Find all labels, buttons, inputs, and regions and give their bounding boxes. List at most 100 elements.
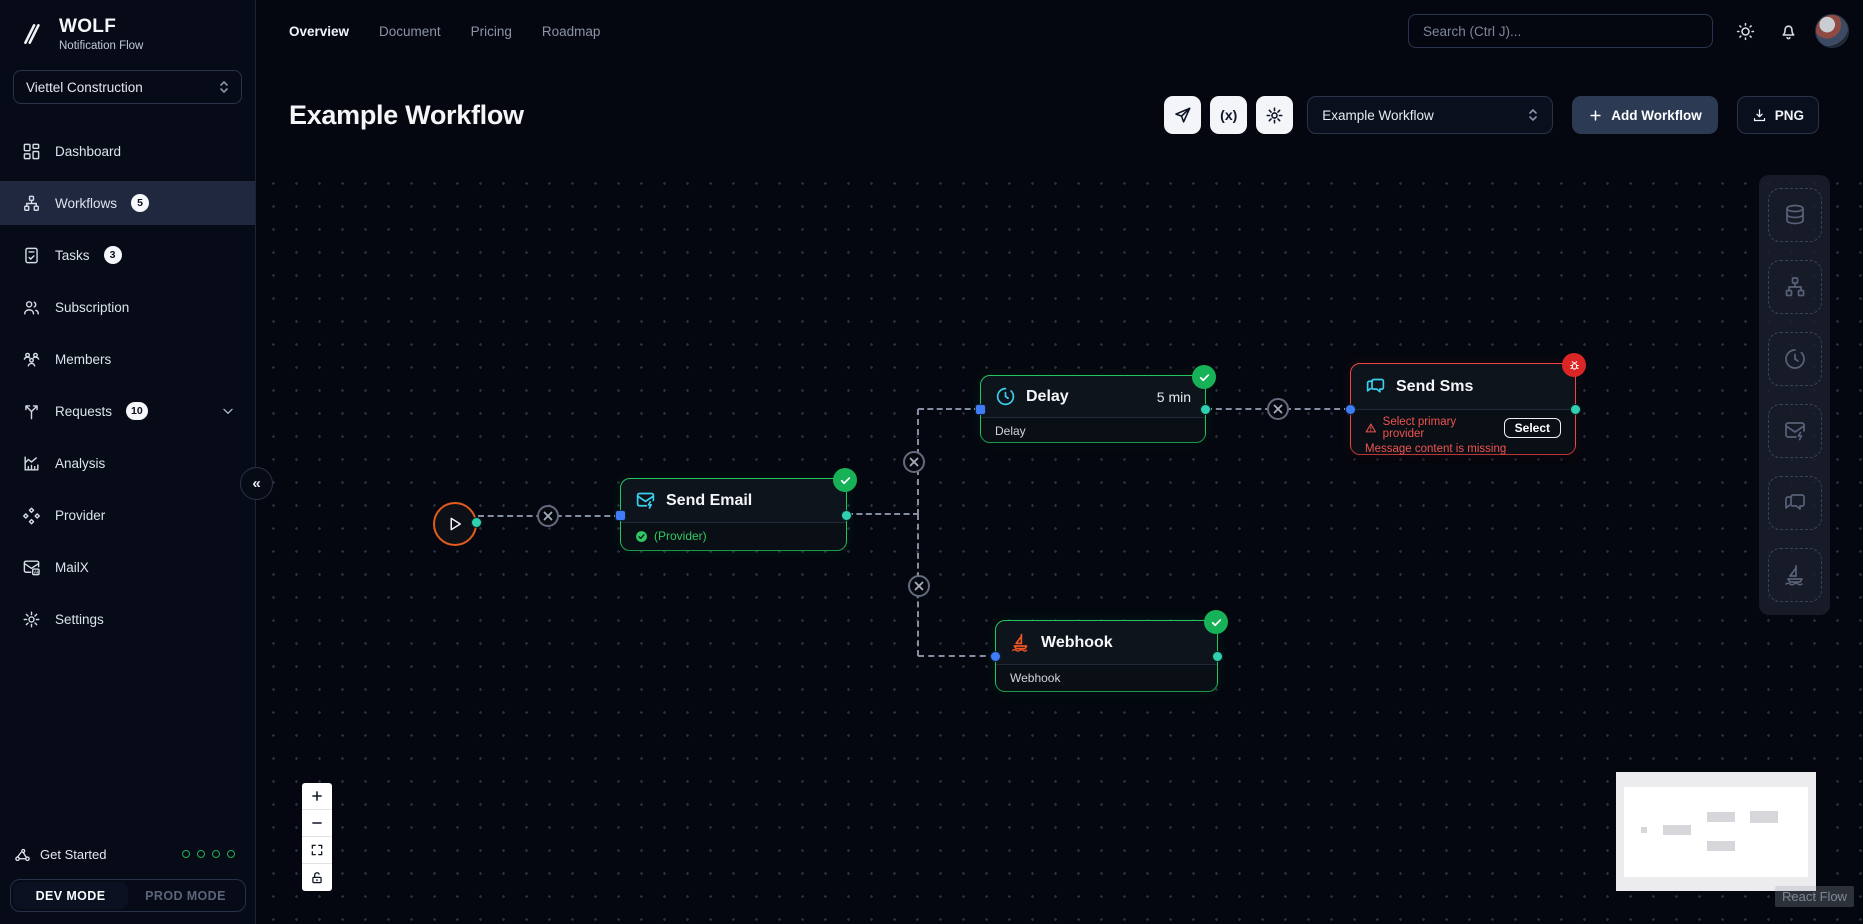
node-handle-source[interactable]: [471, 517, 482, 528]
node-footer-label: (Provider): [654, 529, 707, 543]
mail-bolt-icon: [636, 492, 655, 509]
variables-button[interactable]: (x): [1210, 96, 1248, 134]
lock-button[interactable]: [302, 864, 332, 891]
sidebar-item-label: Tasks: [55, 247, 90, 263]
palette-sms-node[interactable]: [1767, 476, 1822, 530]
dev-mode-button[interactable]: DEV MODE: [13, 882, 128, 909]
node-success-badge: [1204, 610, 1228, 634]
delay-duration: 5 min: [1156, 388, 1191, 405]
sidebar-item-tasks[interactable]: Tasks 3: [0, 233, 255, 277]
node-send-sms[interactable]: Send Sms Select primary provider Select …: [1345, 353, 1586, 463]
workflow-selected-value: Example Workflow: [1322, 107, 1434, 123]
sidebar-item-requests[interactable]: Requests 10: [0, 389, 255, 433]
minimap-node: [1641, 827, 1647, 833]
tab-overview[interactable]: Overview: [289, 23, 350, 39]
sidebar-item-label: MailX: [55, 559, 89, 575]
publish-send-button[interactable]: [1164, 96, 1202, 134]
node-header: Webhook: [996, 621, 1217, 664]
edge-delete-icon[interactable]: [537, 505, 559, 527]
warning-icon: [1365, 423, 1376, 433]
page-header: Example Workflow (x) Example Workflow Ad…: [256, 62, 1863, 168]
node-header: Delay 5 min: [981, 376, 1205, 417]
theme-sun-icon[interactable]: [1735, 21, 1756, 42]
node-delay[interactable]: Delay 5 min Delay: [975, 365, 1216, 446]
sidebar-item-settings[interactable]: Settings: [0, 597, 255, 641]
play-icon: [450, 517, 461, 531]
sidebar-item-workflows[interactable]: Workflows 5: [0, 181, 255, 225]
error-primary-text: Select primary provider: [1382, 416, 1457, 440]
palette-flow-node[interactable]: [1767, 260, 1822, 314]
node-webhook[interactable]: Webhook Webhook: [990, 610, 1228, 693]
workflow-canvas[interactable]: Send Email (Provider) Delay 5 min Delay: [256, 62, 1863, 924]
node-title: Delay: [1026, 387, 1069, 405]
sidebar-item-subscription[interactable]: Subscription: [0, 285, 255, 329]
notifications-bell-icon[interactable]: [1778, 21, 1799, 42]
react-flow-attribution[interactable]: React Flow: [1775, 886, 1855, 907]
edge-email-delay: [918, 408, 980, 410]
check-icon: [840, 476, 850, 484]
error-secondary-text: Message content is missing: [1365, 443, 1507, 455]
sidebar-item-dashboard[interactable]: Dashboard: [0, 129, 255, 173]
edge-email-webhook: [918, 655, 996, 657]
node-title: Send Sms: [1396, 377, 1474, 395]
sidebar-item-analysis[interactable]: Analysis: [0, 441, 255, 485]
export-png-button[interactable]: PNG: [1736, 96, 1819, 134]
edge-delete-icon[interactable]: [908, 575, 930, 597]
select-provider-button[interactable]: Select: [1503, 418, 1561, 438]
workflow-settings-button[interactable]: [1256, 96, 1294, 134]
flow-split-icon: [1785, 277, 1804, 297]
node-handle-source[interactable]: [841, 510, 852, 521]
palette-webhook-node[interactable]: [1767, 548, 1822, 602]
analysis-icon: [24, 455, 39, 471]
user-avatar[interactable]: [1815, 14, 1849, 48]
tab-document[interactable]: Document: [379, 23, 441, 39]
workflow-selector[interactable]: Example Workflow: [1307, 96, 1554, 134]
node-handle-target[interactable]: [990, 651, 1001, 662]
chevron-updown-icon: [220, 80, 228, 94]
tab-roadmap[interactable]: Roadmap: [541, 23, 601, 39]
dashboard-icon: [23, 143, 40, 159]
palette-email-node[interactable]: [1767, 404, 1822, 458]
node-handle-source[interactable]: [1570, 404, 1581, 415]
node-handle-target[interactable]: [615, 510, 626, 521]
clock-icon: [1784, 349, 1805, 369]
node-header: Send Sms: [1351, 364, 1575, 409]
get-started-button[interactable]: Get Started: [0, 839, 255, 869]
node-send-email[interactable]: Send Email (Provider): [615, 468, 857, 551]
brand-logo-icon: [24, 24, 40, 44]
sidebar-collapse-button[interactable]: «: [240, 467, 273, 500]
sidebar-item-provider[interactable]: Provider: [0, 493, 255, 537]
node-footer: (Provider): [621, 522, 846, 551]
canvas-zoom-controls: [302, 783, 332, 891]
sidebar-item-members[interactable]: Members: [0, 337, 255, 381]
sidebar-bottom: Get Started DEV MODE PROD MODE: [0, 839, 255, 924]
search-input[interactable]: [1408, 14, 1713, 48]
fx-icon: (x): [1220, 107, 1238, 123]
prod-mode-button[interactable]: PROD MODE: [145, 888, 226, 903]
progress-dot: [197, 850, 205, 858]
zoom-in-button[interactable]: [302, 783, 332, 810]
edge-delete-icon[interactable]: [1267, 398, 1289, 420]
palette-delay-node[interactable]: [1767, 332, 1822, 386]
tab-pricing[interactable]: Pricing: [470, 23, 512, 39]
edge-delete-icon[interactable]: [903, 451, 925, 473]
node-handle-source[interactable]: [1212, 651, 1223, 662]
sidebar-item-mailx[interactable]: AI MailX: [0, 545, 255, 589]
workflows-icon: [24, 195, 39, 211]
canvas-minimap[interactable]: [1616, 772, 1816, 891]
sidebar-item-label: Workflows: [55, 195, 118, 211]
node-success-badge: [833, 468, 857, 492]
svg-text:AI: AI: [34, 569, 38, 574]
node-footer-label: Webhook: [1010, 671, 1061, 685]
palette-database-node[interactable]: [1767, 188, 1822, 242]
node-handle-target[interactable]: [975, 404, 986, 415]
node-handle-target[interactable]: [1345, 404, 1356, 415]
node-handle-source[interactable]: [1200, 404, 1211, 415]
start-node[interactable]: [433, 502, 482, 546]
sidebar-item-label: Analysis: [55, 455, 106, 471]
fit-view-button[interactable]: [302, 837, 332, 864]
add-workflow-button[interactable]: Add Workflow: [1572, 96, 1718, 134]
zoom-out-button[interactable]: [302, 810, 332, 837]
org-selector[interactable]: Viettel Construction: [13, 70, 242, 104]
